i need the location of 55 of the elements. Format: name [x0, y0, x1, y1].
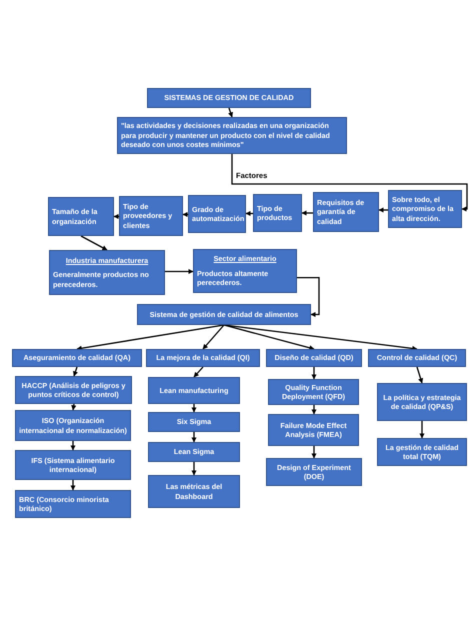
process-box	[148, 412, 240, 432]
arrow	[224, 324, 314, 350]
process-box	[49, 250, 165, 295]
process-box	[188, 195, 246, 233]
process-box	[266, 349, 362, 367]
arrow	[191, 462, 197, 476]
process-box	[137, 304, 311, 325]
process-box	[15, 490, 131, 518]
arrow	[76, 324, 224, 351]
arrow	[311, 405, 317, 415]
arrow	[191, 404, 197, 413]
process-box	[148, 475, 240, 508]
arrow	[80, 235, 108, 251]
arrow	[113, 214, 119, 220]
arrow	[311, 446, 317, 459]
arrow	[297, 276, 320, 318]
arrow	[224, 324, 418, 351]
process-box	[268, 379, 359, 405]
arrow	[70, 480, 76, 491]
process-box	[193, 249, 297, 293]
process-box	[147, 88, 311, 108]
process-box	[148, 442, 240, 462]
arrow	[202, 324, 224, 350]
arrow	[419, 421, 425, 439]
arrow	[165, 268, 194, 274]
arrow	[311, 367, 317, 380]
process-box	[268, 414, 359, 446]
process-box	[388, 190, 462, 228]
arrow	[378, 207, 388, 213]
arrow	[71, 404, 76, 411]
arrow	[191, 432, 197, 443]
arrow	[228, 108, 233, 118]
arrow	[194, 366, 204, 378]
process-box	[48, 197, 114, 236]
process-box	[266, 458, 362, 486]
arrow	[301, 210, 313, 216]
process-box	[119, 196, 183, 236]
process-box	[117, 117, 347, 154]
arrow	[182, 212, 188, 218]
process-box	[15, 410, 131, 441]
process-box	[377, 438, 467, 466]
process-box	[15, 376, 132, 404]
arrow	[73, 366, 78, 376]
arrow	[245, 210, 253, 216]
process-box	[377, 383, 467, 421]
process-box	[368, 349, 466, 367]
process-box	[253, 194, 302, 232]
process-box	[15, 450, 131, 480]
arrow	[416, 366, 424, 384]
process-box	[12, 349, 142, 367]
arrow	[70, 441, 76, 451]
process-box	[146, 349, 260, 367]
process-box	[313, 192, 379, 232]
arrow	[231, 154, 468, 212]
process-box	[148, 377, 240, 404]
